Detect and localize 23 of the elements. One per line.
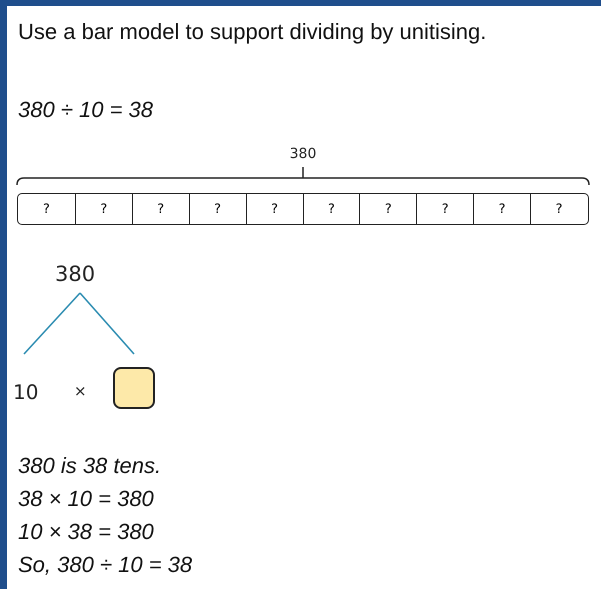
title-text: Use a bar model to support dividing by unitising. bbox=[18, 18, 488, 45]
conclusion-text: So, 380 ÷ 10 = 38 bbox=[18, 552, 192, 578]
branch-line bbox=[23, 292, 81, 355]
whole-number: 380 bbox=[55, 262, 96, 286]
bar-cell: ? bbox=[416, 194, 474, 224]
bar-cell: ? bbox=[246, 194, 302, 224]
total-label: 380 bbox=[290, 146, 316, 162]
bar-cell: ? bbox=[74, 194, 132, 224]
bar-cell: ? bbox=[473, 194, 530, 224]
branch-line bbox=[79, 292, 135, 355]
answer-box bbox=[113, 367, 155, 409]
equation-text: 38 × 10 = 380 bbox=[18, 486, 154, 512]
part-number: 10 bbox=[13, 380, 38, 404]
bar-cell: ? bbox=[18, 194, 75, 224]
bar-cell: ? bbox=[530, 194, 587, 224]
bar-cell: ? bbox=[359, 194, 416, 224]
statement-text: 380 is 38 tens. bbox=[18, 453, 162, 479]
bar-cell: ? bbox=[132, 194, 189, 224]
multiply-sign: × bbox=[74, 382, 87, 400]
bar-cell: ? bbox=[302, 194, 360, 224]
bar-cell: ? bbox=[188, 194, 246, 224]
equation-text: 380 ÷ 10 = 38 bbox=[18, 97, 154, 123]
equation-text: 10 × 38 = 380 bbox=[18, 519, 154, 545]
